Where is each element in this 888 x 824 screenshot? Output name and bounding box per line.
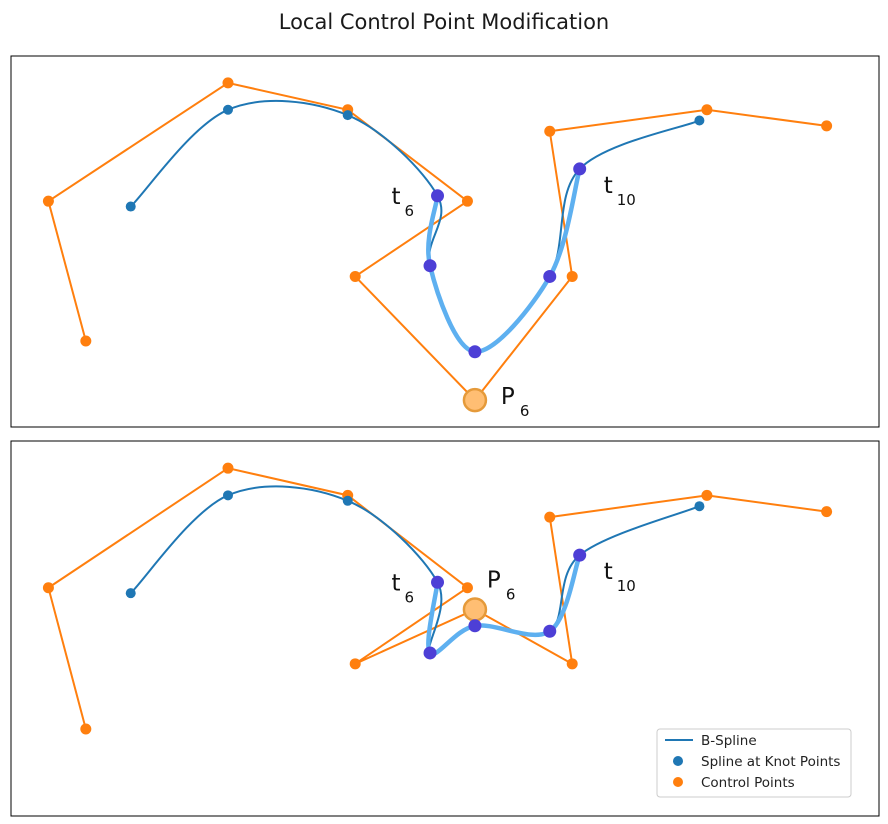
affected-knot-point bbox=[423, 259, 437, 273]
legend-knots-label: Spline at Knot Points bbox=[701, 754, 840, 770]
legend-frame bbox=[656, 728, 852, 798]
label-t10: t bbox=[604, 559, 613, 585]
moved-control-point bbox=[462, 597, 488, 622]
knot-point bbox=[342, 495, 353, 506]
label-p6: P bbox=[501, 384, 515, 410]
control-point bbox=[821, 506, 833, 518]
label-t6: t bbox=[392, 570, 401, 596]
control-point bbox=[222, 77, 234, 89]
label-p6-subscript: 6 bbox=[520, 402, 530, 420]
control-point bbox=[349, 270, 361, 282]
control-point bbox=[544, 125, 556, 137]
affected-segment bbox=[426, 166, 582, 354]
bspline-curve bbox=[130, 485, 700, 656]
control-point bbox=[701, 104, 713, 116]
label-t6: t bbox=[392, 184, 401, 210]
legend-knot-swatch bbox=[673, 756, 683, 766]
affected-knot-point bbox=[573, 548, 587, 562]
control-point bbox=[80, 723, 92, 735]
affected-knot-point bbox=[423, 646, 437, 660]
control-point bbox=[701, 489, 713, 501]
affected-knot-point bbox=[468, 619, 482, 633]
knot-point bbox=[342, 110, 353, 121]
affected-knot-point bbox=[431, 575, 445, 589]
knot-point bbox=[223, 104, 233, 115]
control-point bbox=[461, 582, 473, 594]
legend-control-swatch bbox=[673, 777, 683, 787]
legend-control-label: Control Points bbox=[701, 775, 795, 791]
knot-point bbox=[125, 201, 136, 212]
affected-knot-point bbox=[431, 189, 445, 203]
knot-point bbox=[125, 588, 136, 599]
label-p6: P bbox=[487, 567, 501, 593]
figure-title: Local Control Point Modification bbox=[278, 10, 610, 34]
control-point bbox=[566, 270, 578, 282]
panel-frame bbox=[10, 55, 880, 428]
knot-point bbox=[694, 501, 705, 512]
affected-knot-point bbox=[543, 269, 557, 283]
control-point bbox=[80, 335, 92, 347]
label-t6-subscript: 6 bbox=[405, 202, 415, 220]
legend-spline-label: B-Spline bbox=[701, 733, 757, 749]
knot-point bbox=[223, 490, 233, 501]
panel-frame bbox=[10, 440, 880, 817]
control-point bbox=[42, 195, 54, 207]
label-t10-subscript: 10 bbox=[617, 191, 636, 209]
affected-knot-point bbox=[573, 162, 587, 176]
control-point bbox=[821, 120, 833, 132]
moved-control-point bbox=[462, 387, 488, 413]
label-t10: t bbox=[604, 173, 613, 199]
label-p6-subscript: 6 bbox=[506, 585, 516, 603]
control-polygon bbox=[47, 467, 827, 730]
affected-knot-point bbox=[468, 345, 482, 359]
control-point bbox=[42, 582, 54, 594]
label-t10-subscript: 10 bbox=[617, 577, 636, 595]
label-t6-subscript: 6 bbox=[405, 588, 415, 606]
control-point bbox=[544, 511, 556, 523]
control-point bbox=[461, 195, 473, 207]
control-point bbox=[566, 658, 578, 670]
bspline-curve bbox=[130, 99, 700, 353]
control-point bbox=[222, 462, 234, 474]
affected-knot-point bbox=[543, 624, 557, 638]
control-point bbox=[349, 658, 361, 670]
knot-point bbox=[694, 115, 705, 126]
control-polygon bbox=[47, 81, 827, 402]
